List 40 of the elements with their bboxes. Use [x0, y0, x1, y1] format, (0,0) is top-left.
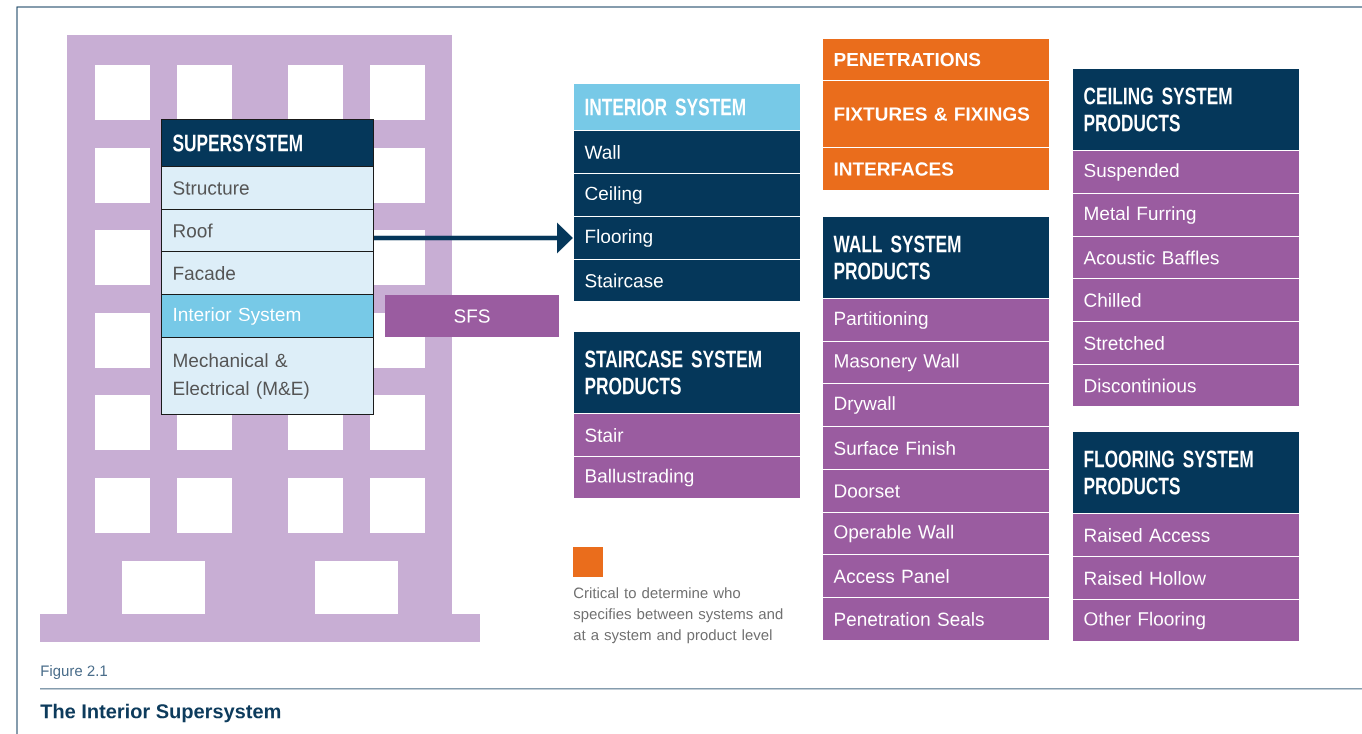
legend-text: Critical to determine who specifies between systems and at a system and product level: [573, 587, 783, 644]
table-header: INTERIOR SYSTEM: [573, 83, 801, 131]
table-row: Drywall: [822, 383, 1050, 427]
table-row: Suspended: [1072, 150, 1300, 194]
table-row: Doorset: [822, 469, 1050, 513]
table-row: Masonery Wall: [822, 341, 1050, 384]
table-row: Mechanical & Electrical (M&E): [161, 337, 374, 415]
table-row: Metal Furring: [1072, 193, 1300, 237]
table-row: Roof: [161, 209, 374, 252]
table-row: Acoustic Baffles: [1072, 236, 1300, 279]
table-row: Facade: [161, 251, 374, 295]
table-row: PENETRATIONS: [822, 38, 1050, 81]
table-row: INTERFACES: [822, 147, 1050, 191]
table-row: Raised Hollow: [1072, 556, 1300, 600]
table-row: Wall: [573, 130, 801, 174]
table-row: Stair: [573, 413, 801, 457]
table-row: Discontinious: [1072, 364, 1300, 407]
table-row: Structure: [161, 166, 374, 210]
table-row: Operable Wall: [822, 512, 1050, 555]
table-row: Ballustrading: [573, 456, 801, 499]
table-header: STAIRCASE SYSTEM PRODUCTS: [573, 331, 801, 414]
table-row: Access Panel: [822, 554, 1050, 598]
table-row: Partitioning: [822, 298, 1050, 342]
table-row: Staircase: [573, 259, 801, 302]
figure-number: Figure 2.1: [41, 665, 107, 679]
table-header: WALL SYSTEM PRODUCTS: [822, 216, 1050, 299]
table-row: Penetration Seals: [822, 597, 1050, 641]
table-row: Raised Access: [1072, 513, 1300, 557]
table-header: FLOORING SYSTEM PRODUCTS: [1072, 431, 1300, 514]
table-row: Interior System: [161, 294, 374, 338]
table-header: SUPERSYSTEM: [161, 119, 374, 167]
tag-box: SFS: [385, 295, 559, 337]
table-row: Other Flooring: [1072, 599, 1300, 642]
table-row: Chilled: [1072, 278, 1300, 322]
table-row: Stretched: [1072, 321, 1300, 365]
table-header: CEILING SYSTEM PRODUCTS: [1072, 68, 1300, 151]
table-row: Ceiling: [573, 173, 801, 217]
table-row: FIXTURES & FIXINGS: [822, 80, 1050, 148]
table-row: Surface Finish: [822, 426, 1050, 470]
title: The Interior Supersystem: [40, 703, 281, 723]
